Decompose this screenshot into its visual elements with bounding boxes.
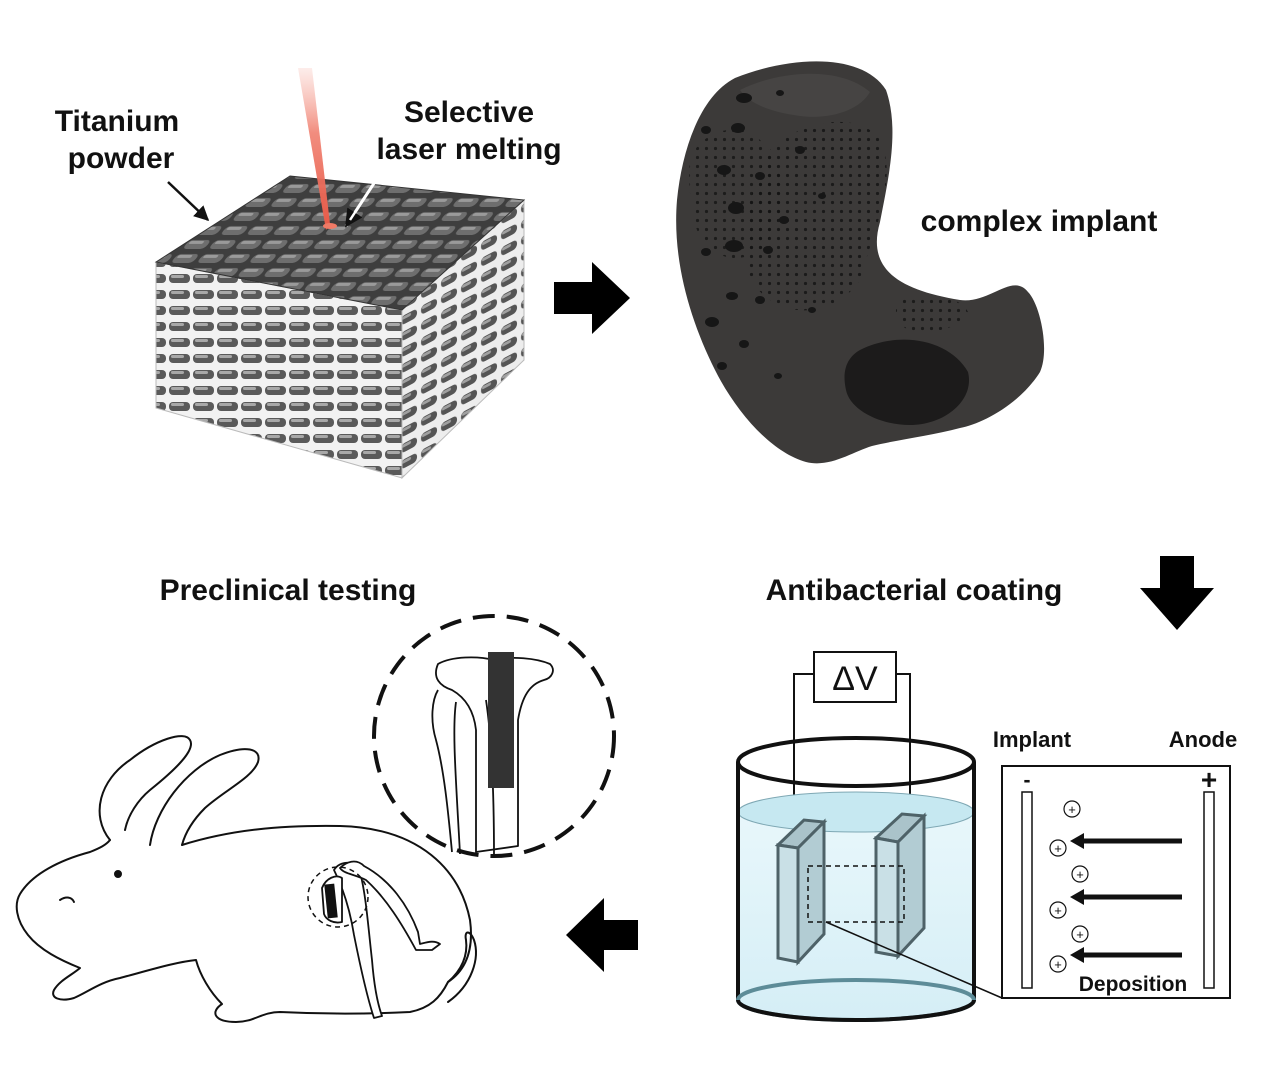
preclinical-title: Preclinical testing xyxy=(160,574,417,607)
plus-sign: + xyxy=(1201,764,1217,795)
arrow-right-icon xyxy=(554,262,630,334)
ion-label: + xyxy=(1068,802,1076,817)
voltage-source xyxy=(813,651,897,703)
arrow-left-icon xyxy=(566,898,638,972)
ion-label: + xyxy=(1054,903,1062,918)
titanium-label-2: powder xyxy=(68,142,175,175)
deposition-label: Deposition xyxy=(1079,973,1188,996)
slm-block xyxy=(154,175,526,480)
ion-label: + xyxy=(1054,957,1062,972)
beaker xyxy=(736,736,976,1022)
slm-label-1: Selective xyxy=(404,96,534,129)
arrow-down-icon xyxy=(1140,556,1214,630)
rabbit-zoom-circle xyxy=(307,866,369,928)
rabbit-outline xyxy=(15,735,477,1023)
anode-plate xyxy=(1203,791,1215,989)
ion-label: + xyxy=(1054,841,1062,856)
laser-spot xyxy=(323,223,337,229)
coating-setup: ΔV - + xyxy=(736,651,1231,1022)
rabbit-leg-bones xyxy=(321,860,441,1019)
complex-implant-label: complex implant xyxy=(921,205,1158,238)
zoom-region xyxy=(807,865,905,923)
complex-implant xyxy=(676,61,1045,464)
ion-particles: + + + + + + xyxy=(1049,800,1089,973)
tibia-zoom-callout xyxy=(372,614,616,858)
titanium-label-1: Titanium xyxy=(55,105,179,138)
ion-label: + xyxy=(1076,867,1084,882)
voltage-label: ΔV xyxy=(832,660,878,698)
anode-label: Anode xyxy=(1169,727,1237,752)
anode-electrode xyxy=(872,812,928,960)
implant-in-bone xyxy=(488,652,514,788)
slm-label-2: laser melting xyxy=(376,133,561,166)
implant-plate xyxy=(1021,791,1033,989)
ion-label: + xyxy=(1076,927,1084,942)
minus-sign: - xyxy=(1024,769,1031,792)
deposition-arrows xyxy=(1070,833,1182,963)
implant-label: Implant xyxy=(993,727,1072,752)
titanium-pointer-arrow xyxy=(167,181,210,222)
implant-electrode xyxy=(774,818,828,966)
antibacterial-title: Antibacterial coating xyxy=(766,574,1063,607)
deposition-panel xyxy=(1001,765,1231,999)
laser-beam xyxy=(298,68,330,230)
